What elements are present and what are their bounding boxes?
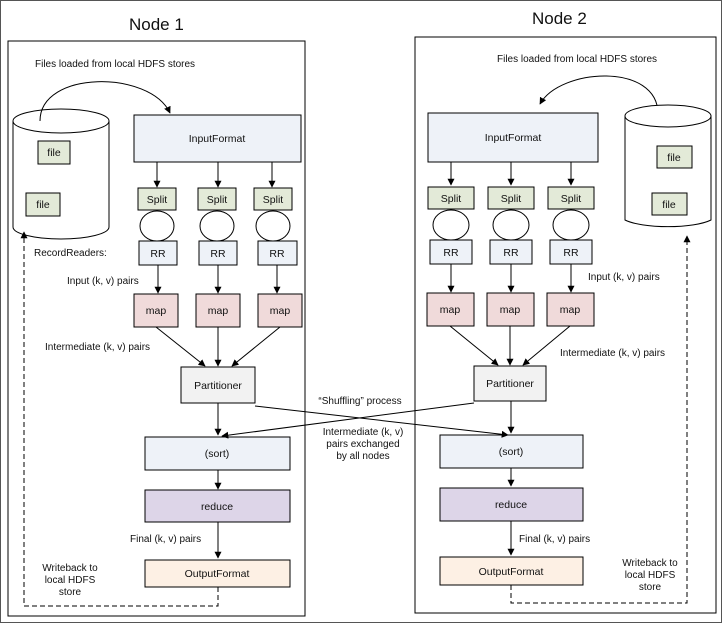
node-2-partitioner-label: Partitioner: [486, 378, 534, 390]
node-2-map-box-2: [486, 292, 535, 327]
node-1-split-box-2: [197, 187, 237, 211]
node-1-files-loaded-label: Files loaded from local HDFS stores: [35, 59, 195, 70]
node-1-sort-label: (sort): [205, 448, 230, 460]
node-1: Node 1 Files loaded from local HDFS stor…: [7, 15, 306, 617]
node-1-file-box-b: [25, 192, 61, 217]
node-1-file-b-label: file: [36, 199, 50, 211]
node-2-map-box-3: [546, 292, 595, 327]
node-1-rr-box-2: [198, 240, 238, 266]
node-2-input-pairs-label: Input (k, v) pairs: [588, 272, 660, 283]
node-2-writeback-line-1: Writeback to: [622, 558, 678, 569]
node-1-rr-3-label: RR: [269, 248, 285, 260]
node-2-load-arrow: [539, 75, 659, 115]
node-2-file-b-label: file: [662, 199, 676, 211]
node-1-map-3-label: map: [270, 305, 291, 317]
node-2-file-a-label: file: [667, 152, 681, 164]
node-2-container: [414, 36, 717, 614]
node-2-reduce-label: reduce: [495, 499, 527, 511]
shuffle-title: “Shuffling” process: [318, 396, 401, 407]
node-1-input-pairs-label: Input (k, v) pairs: [67, 276, 139, 287]
node-1-inputformat-label: InputFormat: [189, 133, 246, 145]
node-1-rr-box-3: [257, 240, 298, 266]
node-2-writeback-line-3: store: [639, 582, 662, 593]
node-2-title: Node 2: [532, 9, 587, 28]
node-2-map-2-label: map: [500, 304, 521, 316]
node-1-writeback-line-2: local HDFS: [45, 575, 96, 586]
node-1-split-1-label: Split: [147, 194, 168, 206]
node-2-split-2-label: Split: [501, 193, 522, 205]
node-2-inputformat-label: InputFormat: [485, 132, 542, 144]
shuffle-description-line-3: by all nodes: [336, 451, 389, 462]
node-1-partitioner-label: Partitioner: [194, 380, 242, 392]
node-1-map-2-label: map: [208, 305, 229, 317]
node-2-files-loaded-label: Files loaded from local HDFS stores: [497, 54, 657, 65]
node-2-split-box-1: [427, 186, 475, 210]
node-1-recordreaders-label: RecordReaders:: [34, 248, 107, 259]
node-2-outputformat-label: OutputFormat: [479, 566, 544, 578]
node-2-split-3-label: Split: [561, 193, 582, 205]
node-2-split-box-2: [487, 186, 535, 210]
node-1-final-pairs-label: Final (k, v) pairs: [130, 534, 201, 545]
node-2: Node 2 Files loaded from local HDFS stor…: [414, 9, 717, 614]
node-2-map-box-1: [426, 292, 475, 327]
node-2-sort-box: [439, 434, 584, 469]
node-1-split-box-1: [137, 187, 177, 211]
node-1-outputformat-label: OutputFormat: [185, 568, 250, 580]
node-1-map-box-2: [195, 293, 241, 328]
node-2-final-pairs-label: Final (k, v) pairs: [519, 534, 590, 545]
node-1-reduce-box: [144, 489, 291, 523]
node-2-rr-3-label: RR: [563, 247, 579, 259]
node-2-inputformat-box: [427, 112, 599, 163]
node-2-outputformat-box: [439, 556, 584, 586]
node-1-split-box-3: [253, 187, 293, 211]
node-1-outputformat-box: [144, 559, 291, 588]
shuffle-description-line-1: Intermediate (k, v): [323, 427, 404, 438]
node-1-reduce-label: reduce: [201, 501, 233, 513]
node-1-split-2-label: Split: [207, 194, 228, 206]
node-2-hdfs-store-cylinder: [624, 104, 712, 228]
node-1-map-1-label: map: [146, 305, 167, 317]
node-1-map-box-1: [133, 293, 179, 328]
node-2-rr-1-label: RR: [443, 247, 459, 259]
node-2-file-box-b: [651, 192, 688, 216]
node-2-rr-box-3: [549, 239, 593, 265]
node-2-intermediate-pairs-label: Intermediate (k, v) pairs: [560, 348, 665, 359]
node-1-hdfs-store-cylinder: [12, 108, 110, 240]
node-1-title: Node 1: [129, 15, 184, 34]
node-1-rr-2-label: RR: [210, 248, 226, 260]
node-2-rr-2-label: RR: [503, 247, 519, 259]
node-2-map-1-label: map: [440, 304, 461, 316]
node-1-file-a-label: file: [47, 147, 61, 159]
node-2-map-3-label: map: [560, 304, 581, 316]
node-1-load-arrow: [39, 81, 171, 122]
node-1-writeback-arrow: [20, 231, 219, 607]
node-1-rr-box-1: [138, 240, 178, 266]
shuffle-description-line-2: pairs exchanged: [326, 439, 399, 450]
node-2-sort-label: (sort): [499, 446, 524, 458]
node-1-writeback-line-1: Writeback to: [42, 563, 98, 574]
shuffle-exchange: “Shuffling” process Intermediate (k, v) …: [221, 396, 509, 462]
node-2-writeback-line-2: local HDFS: [625, 570, 676, 581]
node-2-partitioner-box: [473, 365, 547, 402]
node-1-inputformat-box: [133, 114, 302, 163]
node-1-rr-1-label: RR: [150, 248, 166, 260]
node-2-split-1-label: Split: [441, 193, 462, 205]
node-1-split-3-label: Split: [263, 194, 284, 206]
node-1-intermediate-pairs-label: Intermediate (k, v) pairs: [45, 342, 150, 353]
node-1-container: [7, 40, 306, 617]
node-2-file-box-a: [656, 145, 693, 169]
node-1-file-box-a: [37, 140, 71, 165]
node-1-writeback-line-3: store: [59, 587, 82, 598]
node-2-writeback-arrow: [510, 235, 691, 604]
node-2-split-box-3: [547, 186, 595, 210]
shuffle-arrow-node2-to-node1: [221, 402, 475, 439]
shuffle-arrow-node1-to-node2: [254, 405, 509, 438]
